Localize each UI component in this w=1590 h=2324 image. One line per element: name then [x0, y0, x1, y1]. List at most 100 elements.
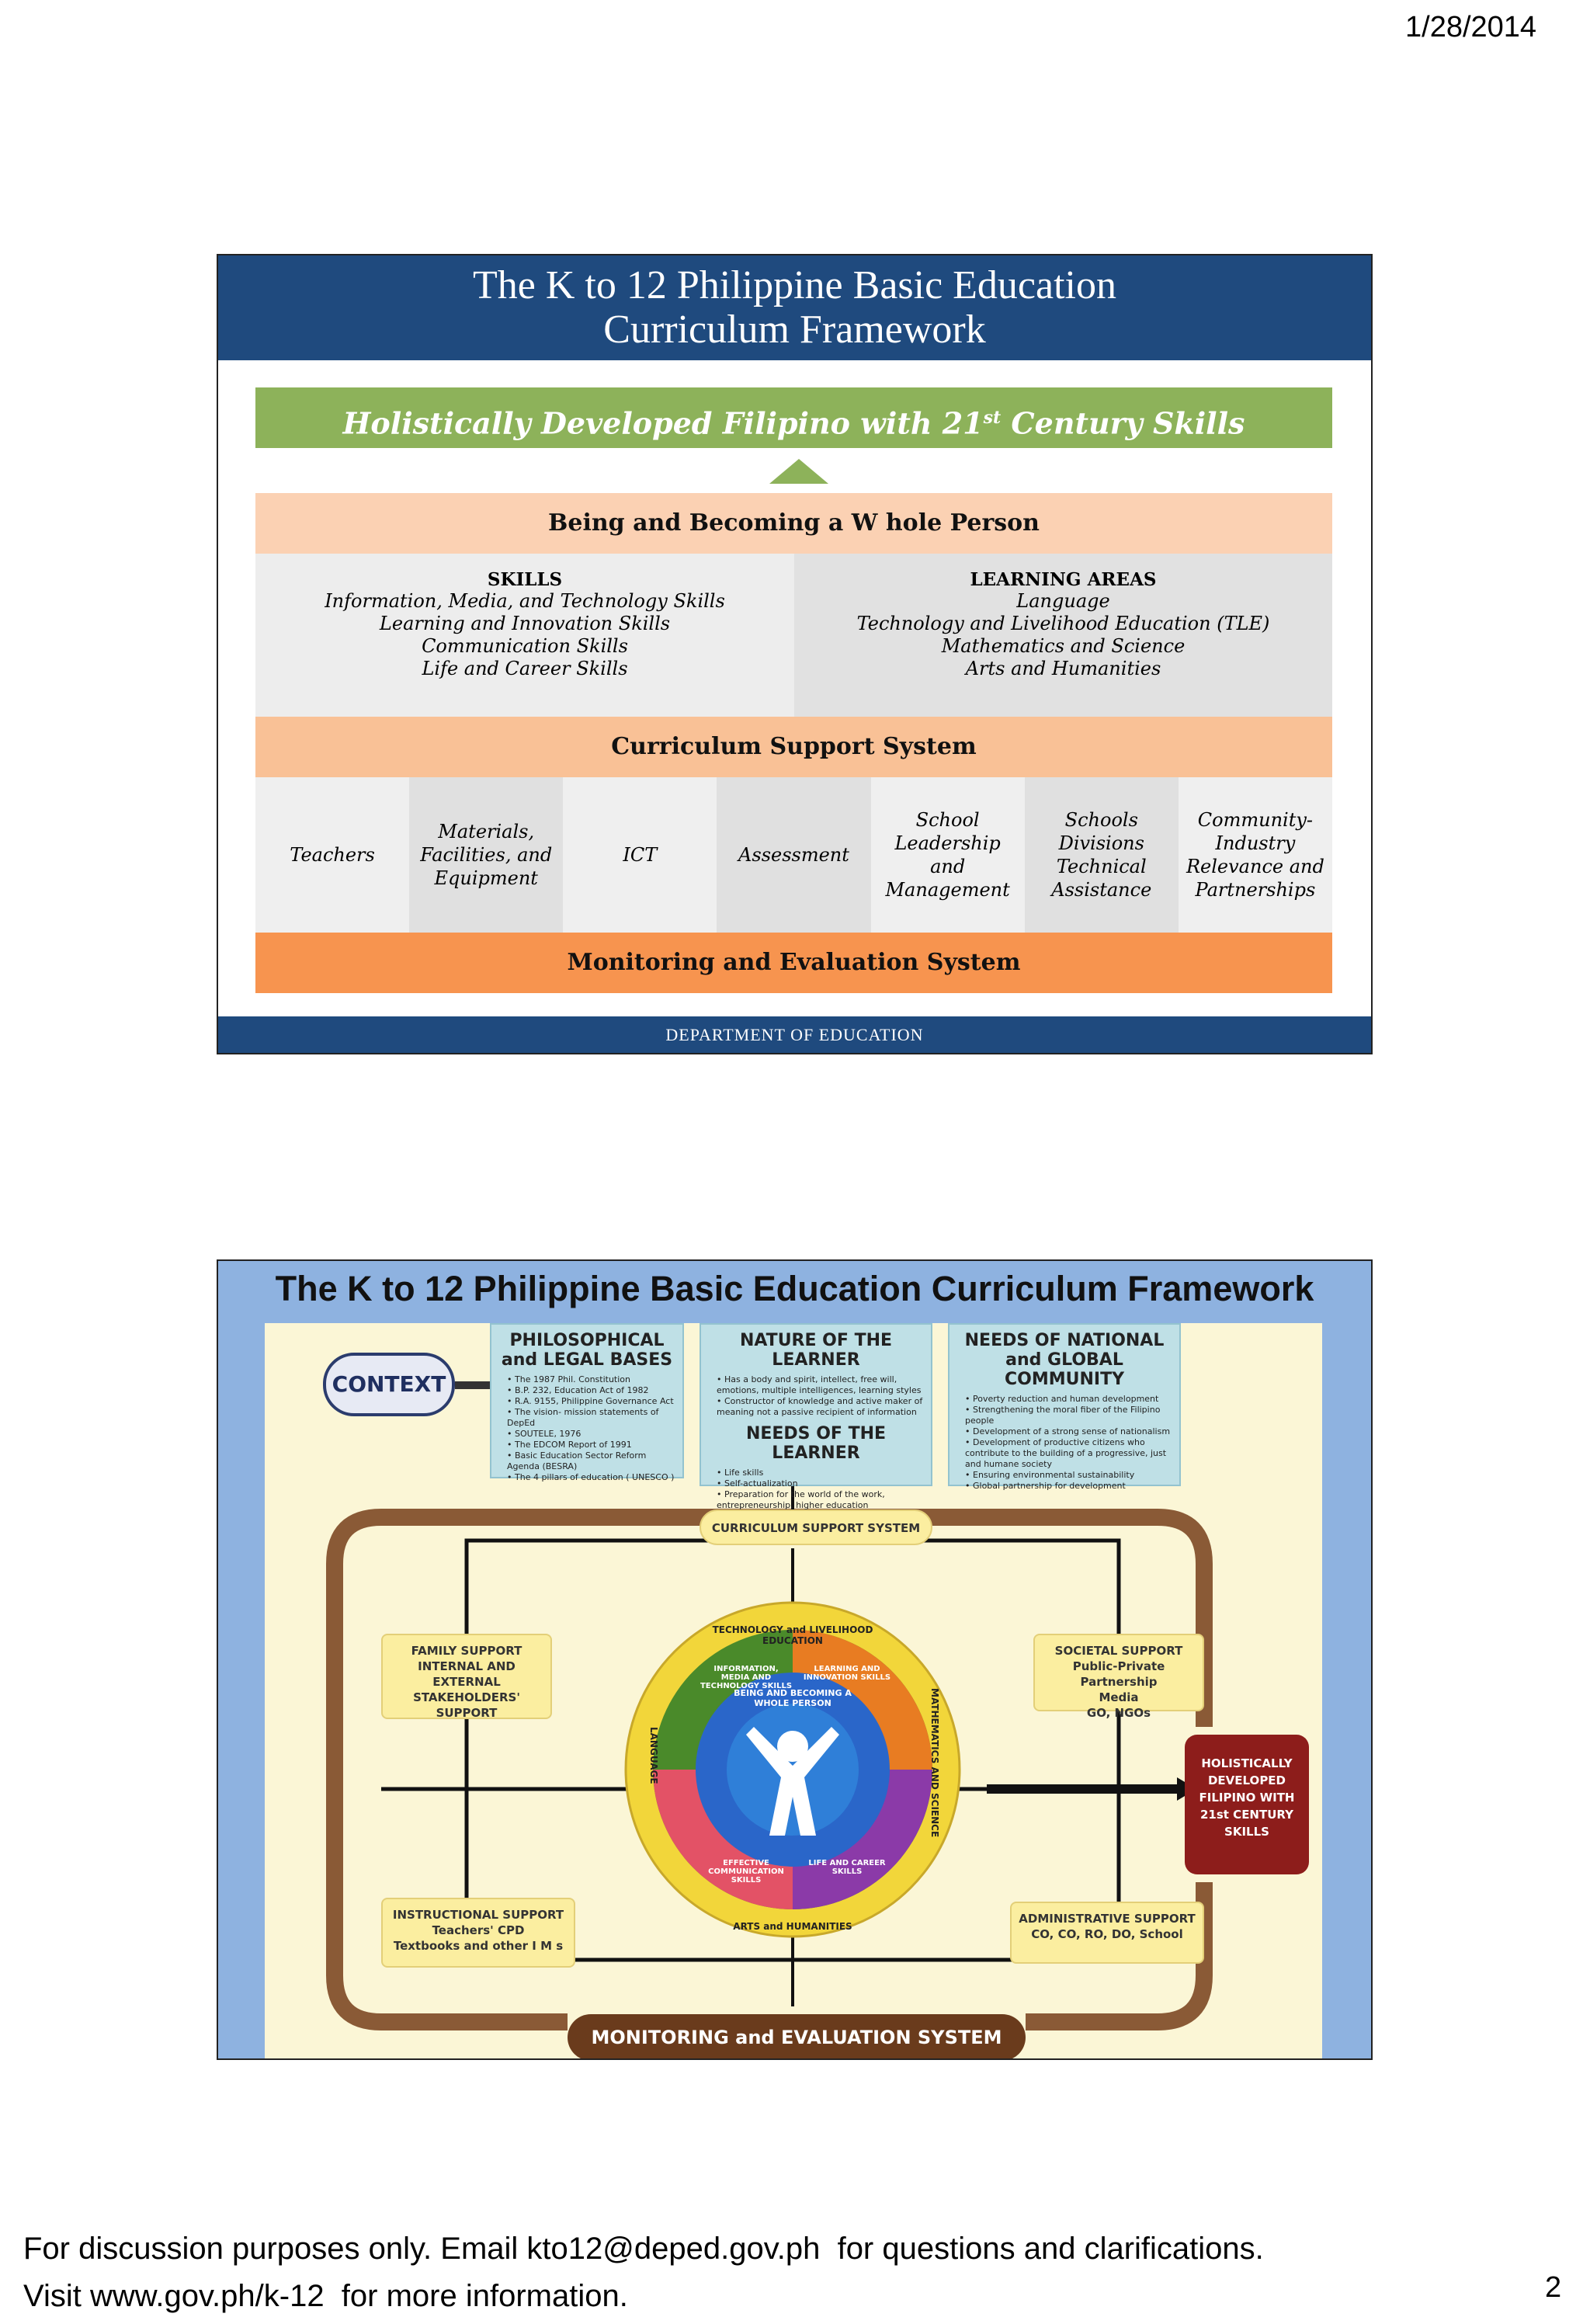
- slide-2-title: The K to 12 Philippine Basic Education C…: [275, 1269, 1314, 1308]
- instructional-support-box: INSTRUCTIONAL SUPPORT Teachers' CPD Text…: [381, 1898, 575, 1968]
- list-item: Development of a strong sense of nationa…: [965, 1426, 1172, 1437]
- curriculum-support-box: CURRICULUM SUPPORT SYSTEM: [700, 1509, 932, 1545]
- list-item: The vision- mission statements of DepEd: [507, 1407, 675, 1429]
- support-item: Materials, Facilities, and Equipment: [409, 777, 564, 933]
- societal-support-box: SOCIETAL SUPPORT Public-Private Partners…: [1033, 1634, 1204, 1720]
- skills-heading: SKILLS: [487, 569, 563, 590]
- goal-text: Holistically Developed Filipino with 21: [342, 405, 984, 441]
- instructional-support-line: INSTRUCTIONAL SUPPORT: [392, 1908, 564, 1922]
- slide-1: The K to 12 Philippine Basic Education C…: [217, 254, 1373, 1054]
- societal-support-line: Media: [1099, 1690, 1139, 1704]
- philosophical-panel: PHILOSOPHICAL and LEGAL BASES The 1987 P…: [490, 1323, 684, 1482]
- learning-areas-column: LEARNING AREAS Language Technology and L…: [794, 554, 1332, 717]
- family-support-line: FAMILY SUPPORT: [411, 1644, 522, 1658]
- list-item: The EDCOM Report of 1991: [507, 1440, 675, 1450]
- wheel-outer-label: MATHEMATICS AND SCIENCE: [929, 1688, 940, 1838]
- learning-area-item: Arts and Humanities: [965, 658, 1161, 679]
- context-badge: CONTEXT: [323, 1353, 455, 1416]
- slide-1-title-line1: The K to 12 Philippine Basic Education: [473, 263, 1116, 307]
- list-item: Ensuring environmental sustainability: [965, 1470, 1172, 1481]
- holistic-line: HOLISTICALLY: [1201, 1756, 1293, 1770]
- holistic-outcome-box: HOLISTICALLY DEVELOPED FILIPINO WITH 21s…: [1185, 1735, 1309, 1874]
- list-item: Poverty reduction and human development: [965, 1394, 1172, 1405]
- list-item: Global partnership for development: [965, 1481, 1172, 1492]
- wheel-middle-label: INFORMATION, MEDIA AND TECHNOLOGY SKILLS: [700, 1665, 793, 1690]
- list-item: Has a body and spirit, intellect, free w…: [717, 1374, 923, 1396]
- wheel-outer-label: ARTS and HUMANITIES: [733, 1921, 852, 1932]
- support-item: Schools Divisions Technical Assistance: [1024, 777, 1179, 933]
- family-support-line: INTERNAL AND EXTERNAL: [418, 1659, 516, 1689]
- support-item: Assessment: [717, 777, 871, 933]
- nature-heading: NATURE OF THE LEARNER: [739, 1331, 893, 1370]
- list-item: SOUTELE, 1976: [507, 1429, 675, 1440]
- holistic-line: DEVELOPED: [1207, 1773, 1286, 1787]
- footer-line-2: Visit www.gov.ph/k-12 for more informati…: [23, 2279, 628, 2313]
- page-footer: For discussion purposes only. Email kto1…: [23, 2225, 1264, 2320]
- monitoring-bar: MONITORING and EVALUATION SYSTEM: [568, 2014, 1026, 2058]
- instructional-support-line: Teachers' CPD: [432, 1923, 525, 1937]
- slide-2: The K to 12 Philippine Basic Education C…: [217, 1259, 1373, 2060]
- page-number: 2: [1545, 2271, 1562, 2304]
- diagram-arrows: [326, 1376, 1213, 2030]
- slide-1-title-line2: Curriculum Framework: [603, 307, 986, 352]
- list-item: R.A. 9155, Philippine Governance Act: [507, 1396, 675, 1407]
- footer-line-1: For discussion purposes only. Email kto1…: [23, 2232, 1264, 2266]
- holistic-line: 21st CENTURY: [1199, 1808, 1293, 1822]
- skills-item: Information, Media, and Technology Skill…: [325, 590, 725, 612]
- instructional-support-line: Textbooks and other I M s: [393, 1939, 564, 1953]
- goal-tail: Century Skills: [1001, 405, 1245, 441]
- support-items-row: Teachers Materials, Facilities, and Equi…: [255, 777, 1332, 933]
- being-banner: Being and Becoming a W hole Person: [255, 493, 1332, 554]
- philosophical-heading: PHILOSOPHICAL and LEGAL BASES: [501, 1331, 673, 1370]
- support-item: Teachers: [255, 777, 410, 933]
- needs-learner-heading: NEEDS OF THE LEARNER: [745, 1424, 887, 1463]
- list-item: Development of productive citizens who c…: [965, 1437, 1172, 1470]
- societal-support-line: Public-Private Partnership: [1072, 1659, 1165, 1689]
- family-support-line: SUPPORT: [436, 1706, 498, 1720]
- holistic-line: FILIPINO WITH: [1199, 1791, 1295, 1805]
- learning-area-item: Mathematics and Science: [941, 635, 1186, 657]
- societal-support-line: GO, NGOs: [1086, 1706, 1151, 1720]
- wheel-middle-label: LIFE AND CAREER SKILLS: [808, 1859, 886, 1876]
- wheel-inner-label: BEING AND BECOMING A WHOLE PERSON: [734, 1688, 852, 1708]
- list-item: The 1987 Phil. Constitution: [507, 1374, 675, 1385]
- administrative-support-line: CO, CO, RO, DO, School: [1031, 1927, 1183, 1941]
- national-needs-panel: NEEDS OF NATIONAL and GLOBAL COMMUNITY P…: [948, 1323, 1181, 1491]
- skills-item: Learning and Innovation Skills: [379, 613, 671, 634]
- list-item: B.P. 232, Education Act of 1982: [507, 1385, 675, 1396]
- support-item: School Leadership and Management: [870, 777, 1025, 933]
- wheel-middle-label: EFFECTIVE COMMUNICATION SKILLS: [708, 1859, 784, 1885]
- learning-area-item: Language: [1016, 590, 1110, 612]
- nature-panel: NATURE OF THE LEARNER Has a body and spi…: [700, 1323, 932, 1510]
- framework-diagram: CONTEXT PHILOSOPHICAL and LEGAL BASES Th…: [265, 1323, 1322, 2058]
- list-item: Basic Education Sector Reform Agenda (BE…: [507, 1450, 675, 1472]
- societal-support-line: SOCIETAL SUPPORT: [1054, 1644, 1183, 1658]
- family-support-line: STAKEHOLDERS': [413, 1690, 520, 1704]
- slide-1-footer: DEPARTMENT OF EDUCATION: [218, 1016, 1371, 1053]
- learning-areas-heading: LEARNING AREAS: [970, 569, 1157, 590]
- skills-column: SKILLS Information, Media, and Technolog…: [255, 554, 794, 717]
- family-support-box: FAMILY SUPPORT INTERNAL AND EXTERNAL STA…: [381, 1634, 552, 1720]
- administrative-support-box: ADMINISTRATIVE SUPPORT CO, CO, RO, DO, S…: [1010, 1902, 1204, 1964]
- goal-banner: Holistically Developed Filipino with 21s…: [255, 387, 1332, 448]
- skills-item: Communication Skills: [422, 635, 628, 657]
- list-item: Constructor of knowledge and active make…: [717, 1396, 923, 1418]
- support-item: ICT: [563, 777, 717, 933]
- administrative-support-line: ADMINISTRATIVE SUPPORT: [1019, 1912, 1196, 1926]
- print-date: 1/28/2014: [1405, 11, 1537, 43]
- list-item: Life skills: [717, 1468, 923, 1478]
- list-item: The 4 pillars of education ( UNESCO ): [507, 1472, 675, 1483]
- support-banner: Curriculum Support System: [255, 717, 1332, 777]
- list-item: Strengthening the moral fiber of the Fil…: [965, 1405, 1172, 1426]
- learning-area-item: Technology and Livelihood Education (TLE…: [856, 613, 1270, 634]
- monitoring-banner: Monitoring and Evaluation System: [255, 933, 1332, 993]
- wheel-outer-label: LANGUAGE: [648, 1727, 659, 1784]
- wheel-outer-label: TECHNOLOGY and LIVELIHOOD EDUCATION: [712, 1624, 873, 1646]
- goal-sup: st: [983, 408, 1002, 428]
- list-item: Self-actualization: [717, 1478, 923, 1489]
- slide-1-title: The K to 12 Philippine Basic Education C…: [218, 255, 1371, 360]
- holistic-line: SKILLS: [1224, 1825, 1269, 1839]
- support-item: Community-Industry Relevance and Partner…: [1178, 777, 1332, 933]
- up-arrow-icon: [769, 459, 828, 484]
- list-item: Preparation for the world of the work, e…: [717, 1489, 923, 1511]
